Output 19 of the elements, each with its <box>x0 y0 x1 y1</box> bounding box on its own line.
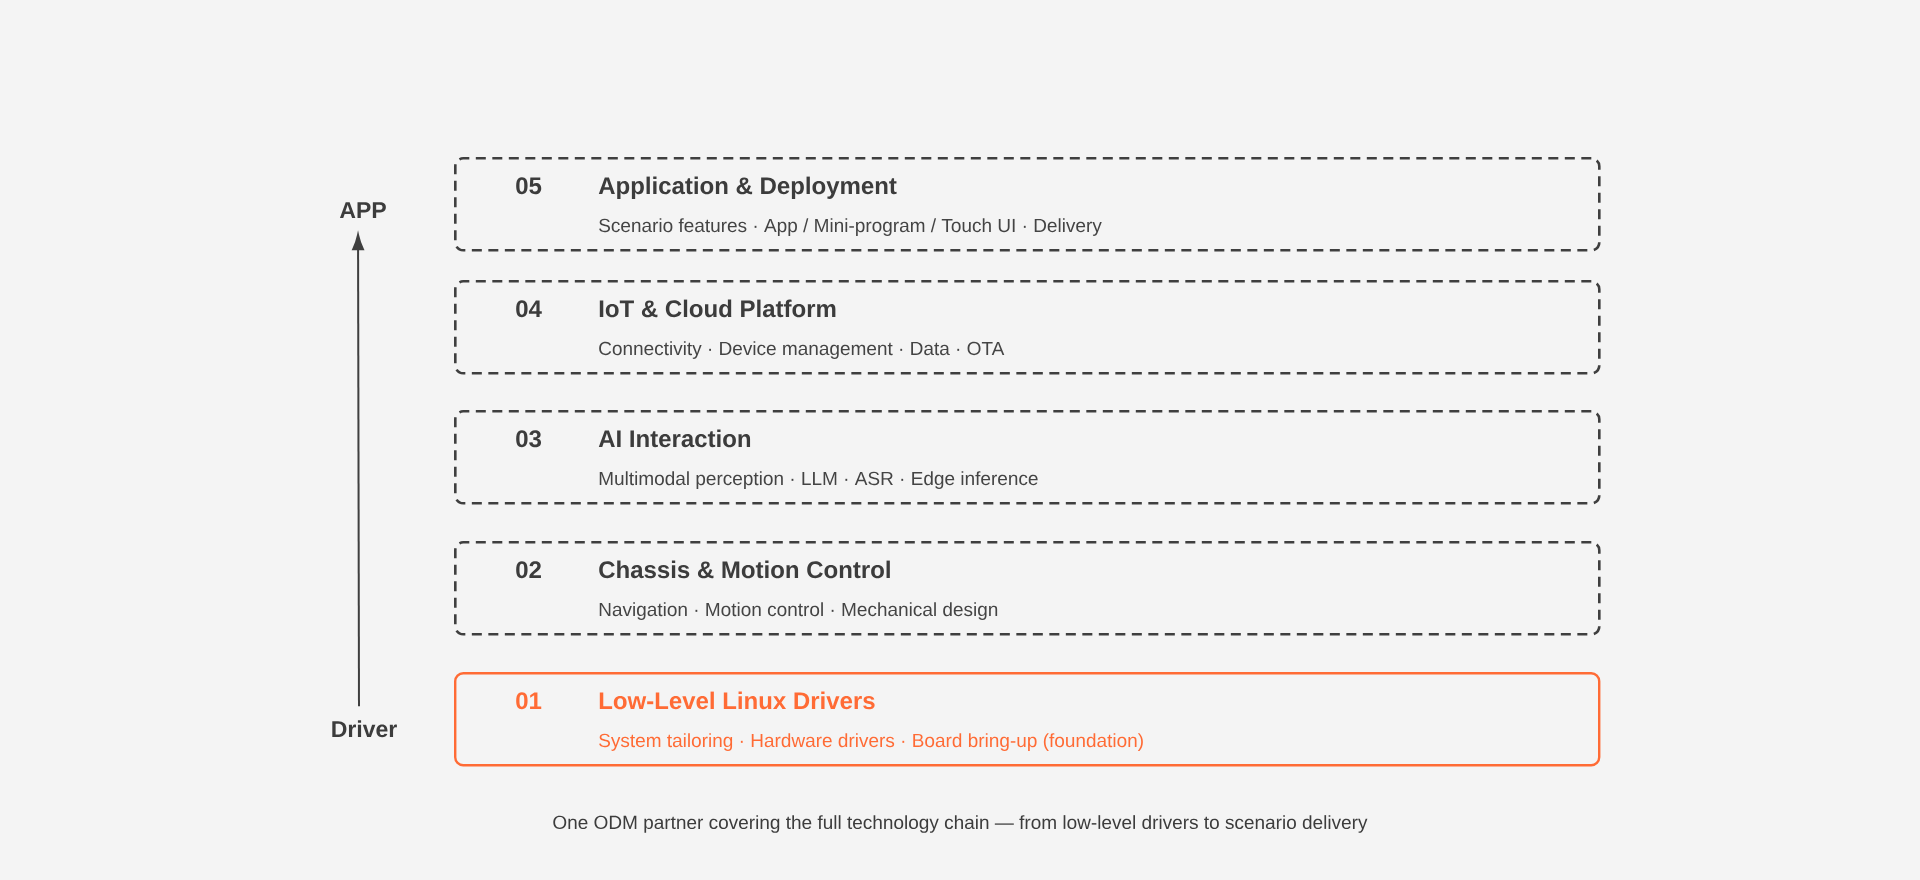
layer-description: Multimodal perception · LLM · ASR · Edge inference <box>599 471 1038 489</box>
layer-description: System tailoring · Hardware drivers · Board bring-up (foundation) <box>599 733 1143 751</box>
layer-title: Low-Level Linux Drivers <box>599 691 875 710</box>
layer-title: IoT & Cloud Platform <box>599 299 836 318</box>
level-label: APP <box>339 202 386 218</box>
layer-title: AI Interaction <box>598 429 751 448</box>
layer-title: Application & Deployment <box>598 176 897 199</box>
layer-number: 05 <box>516 177 542 195</box>
layer-description: Scenario features · App / Mini-program / Touch UI · Delivery <box>599 218 1102 236</box>
arrow <box>352 233 364 708</box>
level-label: Driver <box>332 720 397 738</box>
layer-description: Navigation · Motion control · Mechanical design <box>599 602 998 620</box>
layer-title: Chassis & Motion Control <box>599 560 890 579</box>
layer-description: Connectivity · Device management · Data · OTA <box>599 341 1005 359</box>
layer-number: 03 <box>516 430 542 448</box>
layer-number: 04 <box>516 300 542 318</box>
layer-number: 01 <box>516 692 542 710</box>
layer-number: 02 <box>516 561 541 579</box>
caption: One ODM partner covering the full technology chain — from low-level drivers to scenario delivery <box>553 815 1368 833</box>
